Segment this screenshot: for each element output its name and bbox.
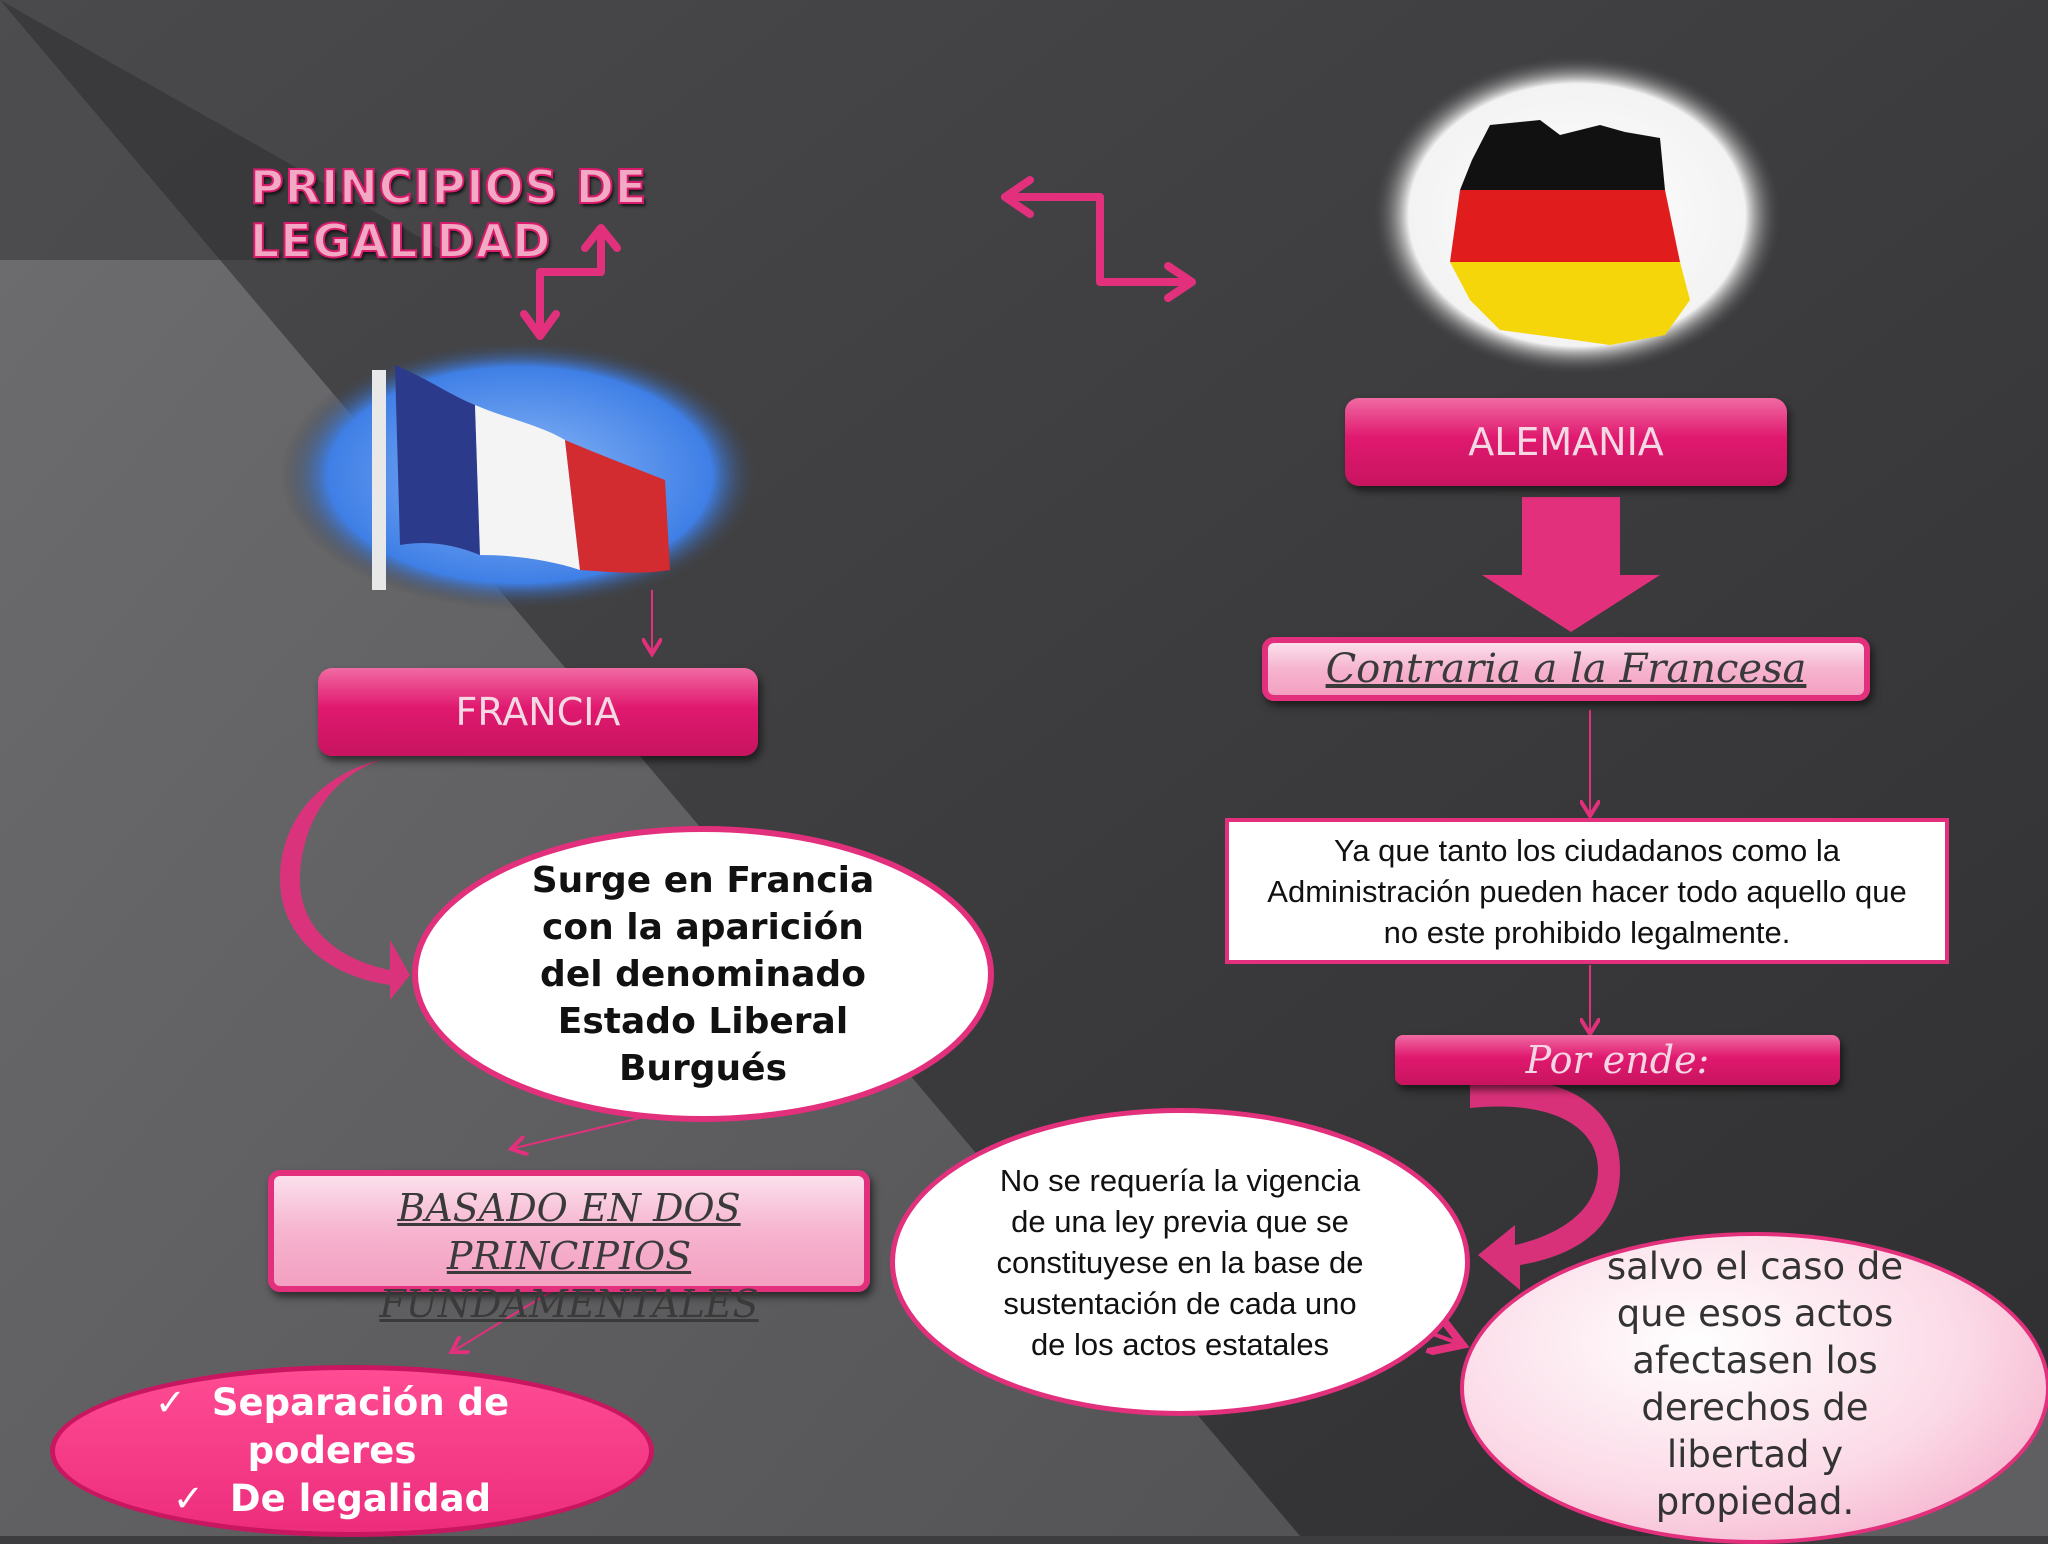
check-icon: ✓	[173, 1477, 204, 1520]
principle-item: ✓ De legalidad	[155, 1475, 509, 1523]
therefore-text: Por ende:	[1526, 1038, 1710, 1082]
francia-label-box: FRANCIA	[318, 668, 758, 756]
principle-legalidad: De legalidad	[230, 1477, 491, 1520]
reason-text: Ya que tanto los ciudadanos como la Admi…	[1247, 830, 1927, 953]
exception-text: salvo el caso de que esos actos afectase…	[1590, 1243, 1920, 1525]
principle-separacion: Separación de	[212, 1381, 509, 1424]
based-on-line-1: BASADO EN DOS PRINCIPIOS	[274, 1184, 864, 1280]
francia-origin-oval: Surge en Francia con la aparición del de…	[412, 826, 994, 1122]
francia-origin-text: Surge en Francia con la aparición del de…	[523, 857, 883, 1092]
principles-oval: ✓ Separación de poderes ✓ De legalidad	[50, 1365, 654, 1537]
principle-item: ✓ Separación de	[155, 1379, 509, 1427]
principle-item: poderes	[155, 1427, 509, 1475]
based-on-box: BASADO EN DOS PRINCIPIOS FUNDAMENTALES	[268, 1170, 870, 1292]
germany-map-icon	[1450, 120, 1690, 345]
contrary-box: Contraria a la Francesa	[1262, 637, 1870, 701]
contrary-text: Contraria a la Francesa	[1326, 646, 1807, 692]
exception-oval: salvo el caso de que esos actos afectase…	[1460, 1232, 2048, 1544]
page-title: PRINCIPIOS DE LEGALIDAD	[250, 160, 950, 268]
alemania-label: ALEMANIA	[1468, 420, 1664, 464]
principle-poderes: poderes	[248, 1429, 417, 1472]
based-on-line-2: FUNDAMENTALES	[274, 1280, 864, 1328]
no-law-text: No se requería la vigencia de una ley pr…	[995, 1160, 1365, 1365]
therefore-box: Por ende:	[1395, 1035, 1840, 1085]
reason-box: Ya que tanto los ciudadanos como la Admi…	[1225, 818, 1949, 964]
alemania-label-box: ALEMANIA	[1345, 398, 1787, 486]
francia-label: FRANCIA	[456, 690, 621, 734]
no-law-oval: No se requería la vigencia de una ley pr…	[890, 1108, 1470, 1416]
check-icon: ✓	[155, 1381, 186, 1424]
